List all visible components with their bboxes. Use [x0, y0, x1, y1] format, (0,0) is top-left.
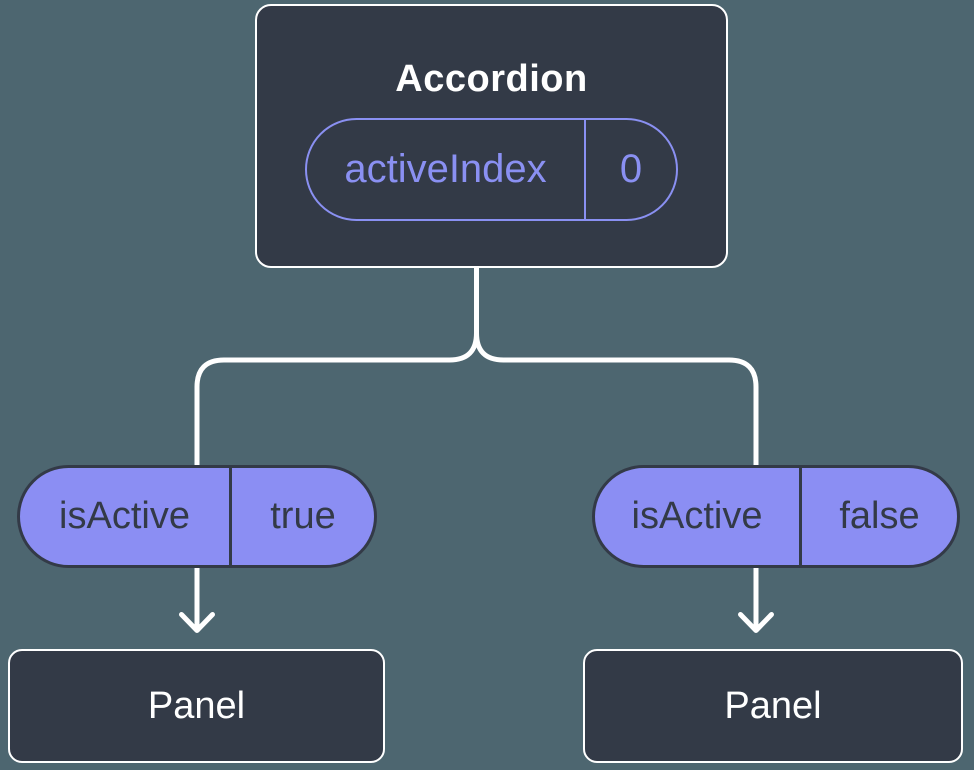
prop-value: 0 — [619, 147, 643, 191]
state-name-left: isActive — [20, 468, 232, 565]
connector-right-branch — [474, 265, 759, 631]
state-pill-left: isActive true — [17, 465, 377, 568]
accordion-title: Accordion — [395, 58, 588, 100]
state-value-left: true — [270, 495, 336, 537]
panel-node-left: Panel — [8, 649, 385, 763]
accordion-node: Accordion activeIndex 0 — [255, 4, 728, 268]
connector-left-branch — [194, 265, 479, 631]
accordion-prop-pill: activeIndex 0 — [305, 118, 678, 221]
arrowhead-right-icon — [738, 612, 774, 633]
state-pill-right: isActive false — [592, 465, 960, 568]
panel-node-right: Panel — [583, 649, 963, 763]
state-value-right: false — [839, 495, 920, 537]
arrowhead-left-icon — [179, 612, 215, 633]
state-name-right: isActive — [595, 468, 802, 565]
prop-name: activeIndex — [307, 120, 586, 219]
